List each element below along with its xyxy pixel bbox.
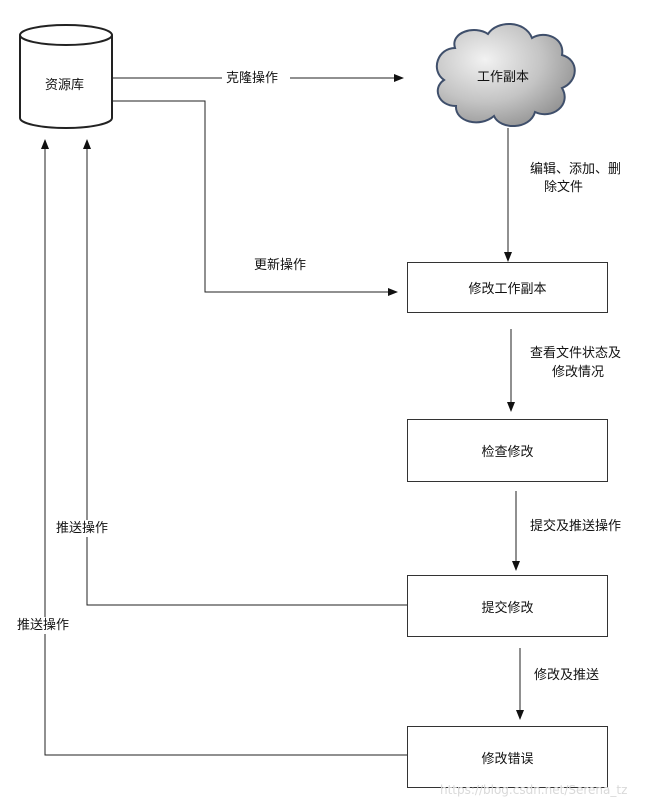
clone-label: 克隆操作: [226, 71, 279, 86]
commit-changes-box: 提交修改: [407, 575, 608, 637]
status-label-line2: 修改情况: [552, 365, 605, 380]
modify-push-label: 修改及推送: [534, 668, 600, 683]
commit-changes-label: 提交修改: [481, 600, 534, 616]
update-connector: [112, 100, 398, 296]
watermark: https://blog.csdn.net/Serena_tz: [440, 783, 628, 797]
working-copy-cloud: [435, 23, 576, 127]
check-changes-label: 检查修改: [481, 445, 534, 460]
push-outer-label: 推送操作: [17, 617, 70, 634]
commit-push-label: 提交及推送操作: [530, 519, 622, 534]
modify-working-copy-label: 修改工作副本: [468, 282, 547, 297]
update-label: 更新操作: [254, 258, 307, 273]
repository-cylinder: [19, 24, 113, 129]
push-inner-label: 推送操作: [56, 520, 109, 537]
push-inner-connector: [83, 139, 407, 606]
fix-errors-box: 修改错误: [407, 726, 608, 788]
working-copy-label: 工作副本: [477, 70, 530, 85]
fix-errors-label: 修改错误: [481, 751, 534, 767]
edit-label-line1: 编辑、添加、删: [530, 162, 622, 177]
check-changes-box: 检查修改: [407, 419, 608, 482]
repository-label: 资源库: [45, 78, 85, 93]
push-outer-connector: [41, 139, 407, 756]
modify-working-copy-box: 修改工作副本: [407, 262, 608, 313]
status-label-line1: 查看文件状态及: [530, 346, 622, 361]
edit-label-line2: 除文件: [544, 180, 584, 195]
